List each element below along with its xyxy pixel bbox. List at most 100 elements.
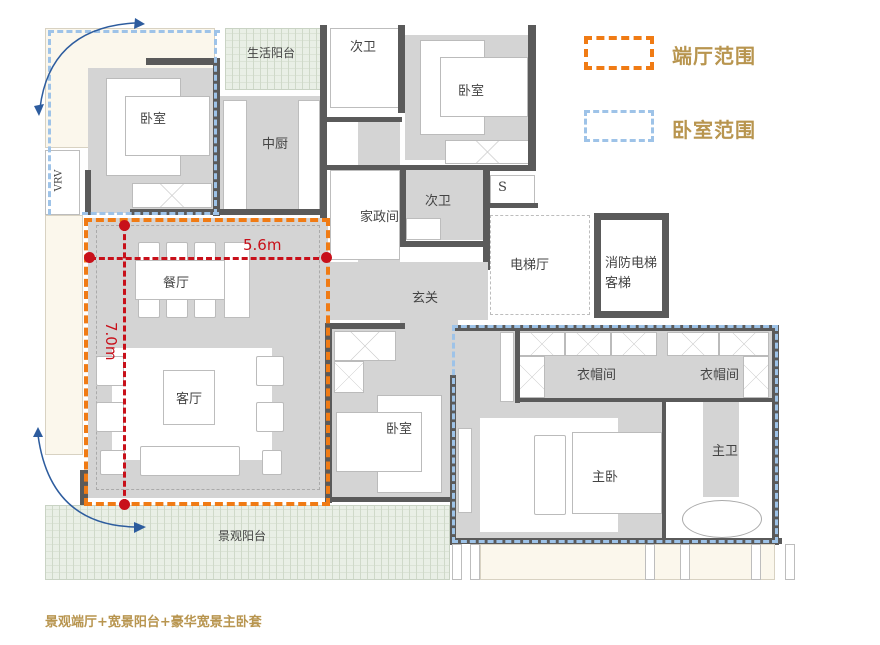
wall — [327, 117, 402, 122]
wall — [220, 209, 327, 215]
room-label-elevator-hall: 电梯厅 — [510, 258, 550, 273]
caption: 景观端厅+宽景阳台+豪华宽景主卧套 — [45, 615, 262, 630]
bedroom-scope-master — [452, 325, 778, 543]
wardrobe — [132, 183, 212, 208]
room-label-utility: 家政间 — [360, 210, 400, 225]
wall — [325, 497, 460, 502]
wall — [400, 165, 406, 247]
pier — [680, 544, 690, 580]
room-label-master-bath: 主卫 — [712, 444, 739, 459]
room-label-bedroom-s: 卧室 — [386, 422, 413, 437]
master-bath-floor — [703, 402, 739, 497]
room-label-passenger-elevator: 客梯 — [605, 276, 632, 291]
dimension-point — [119, 220, 130, 231]
kitchen-counter-left — [223, 100, 247, 210]
side-table — [262, 450, 282, 475]
wall — [515, 331, 520, 403]
wall — [452, 325, 777, 331]
dimension-line-depth — [123, 225, 126, 505]
legend-label-bedroom: 卧室范围 — [672, 118, 756, 142]
dimension-label-depth: 7.0m — [102, 322, 120, 361]
room-label-wardrobe-2: 衣帽间 — [700, 368, 740, 383]
view-arrow-icon — [34, 18, 145, 116]
pier — [470, 544, 480, 580]
wall — [488, 203, 538, 208]
room-label-bedroom-n: 卧室 — [458, 84, 485, 99]
utility-room — [330, 170, 400, 260]
wall — [483, 170, 490, 270]
wardrobe — [334, 331, 396, 361]
wardrobe — [519, 356, 545, 398]
wardrobe — [611, 332, 657, 356]
bed-cover — [336, 412, 422, 472]
wall — [662, 400, 666, 542]
coffee-table — [163, 370, 215, 425]
room-label-kitchen: 中厨 — [262, 137, 289, 152]
dimension-point — [119, 499, 130, 510]
dimension-point — [84, 252, 95, 263]
room-label-bedroom-nw: 卧室 — [140, 112, 167, 127]
room-label-dining: 餐厅 — [163, 276, 190, 291]
bedroom-scope-nw-bottom — [82, 212, 219, 215]
room-label-wardrobe-1: 衣帽间 — [577, 368, 617, 383]
wall — [327, 165, 402, 170]
room-label-storage: S — [498, 180, 507, 195]
view-arrow-icon — [33, 427, 146, 533]
wall — [325, 323, 405, 329]
hall-scope — [84, 218, 330, 506]
bed-cover — [125, 96, 210, 156]
room-label-laundry-balcony: 生活阳台 — [247, 46, 296, 60]
pier — [452, 544, 462, 580]
armchair — [96, 402, 124, 432]
foyer-floor — [328, 262, 488, 320]
wardrobe — [719, 332, 769, 356]
legend-swatch-hall — [584, 36, 654, 70]
room-label-living: 客厅 — [176, 392, 203, 407]
view-balcony — [45, 505, 450, 580]
wall — [320, 25, 327, 265]
legend-label-hall: 端厅范围 — [672, 44, 756, 68]
wall — [146, 58, 218, 65]
room-label-bath-top: 次卫 — [350, 40, 377, 55]
master-closet-strip — [500, 332, 514, 402]
laundry-balcony — [225, 28, 325, 90]
pier — [645, 544, 655, 580]
bedroom-scope-nw — [48, 30, 220, 215]
kitchen-counter-right — [298, 100, 320, 210]
room-label-bath-mid: 次卫 — [425, 194, 452, 209]
wardrobe — [667, 332, 719, 356]
wardrobe — [519, 332, 565, 356]
sofa — [140, 446, 240, 476]
fire-elevator — [601, 220, 662, 311]
bench — [534, 435, 566, 515]
wall — [400, 165, 536, 171]
legend: 端厅范围 卧室范围 — [580, 32, 800, 142]
armchair — [256, 402, 284, 432]
wall — [515, 398, 775, 402]
room-label-master-bedroom: 主卧 — [592, 470, 619, 485]
pier — [751, 544, 761, 580]
wall — [398, 25, 405, 113]
dimension-point — [321, 252, 332, 263]
bathtub — [682, 500, 762, 538]
wall — [85, 170, 91, 215]
side-table — [100, 450, 125, 475]
wardrobe — [334, 361, 364, 393]
bath-mid-vanity — [406, 218, 441, 240]
storage-s — [490, 175, 535, 205]
sideboard — [224, 242, 250, 318]
master-balcony — [480, 544, 775, 580]
terrace-strip-left — [45, 215, 83, 455]
room-label-foyer: 玄关 — [412, 291, 439, 306]
wardrobe — [565, 332, 611, 356]
tv-cabinet — [458, 428, 472, 513]
elevator-hall — [490, 215, 590, 315]
armchair — [256, 356, 284, 386]
dimension-line-width — [90, 257, 328, 260]
master-bed — [572, 432, 662, 514]
bedroom-scope-nw-right — [214, 30, 217, 215]
room-label-view-balcony: 景观阳台 — [218, 529, 267, 543]
room-label-fire-elevator: 消防电梯 — [605, 256, 658, 271]
wall — [528, 25, 536, 170]
